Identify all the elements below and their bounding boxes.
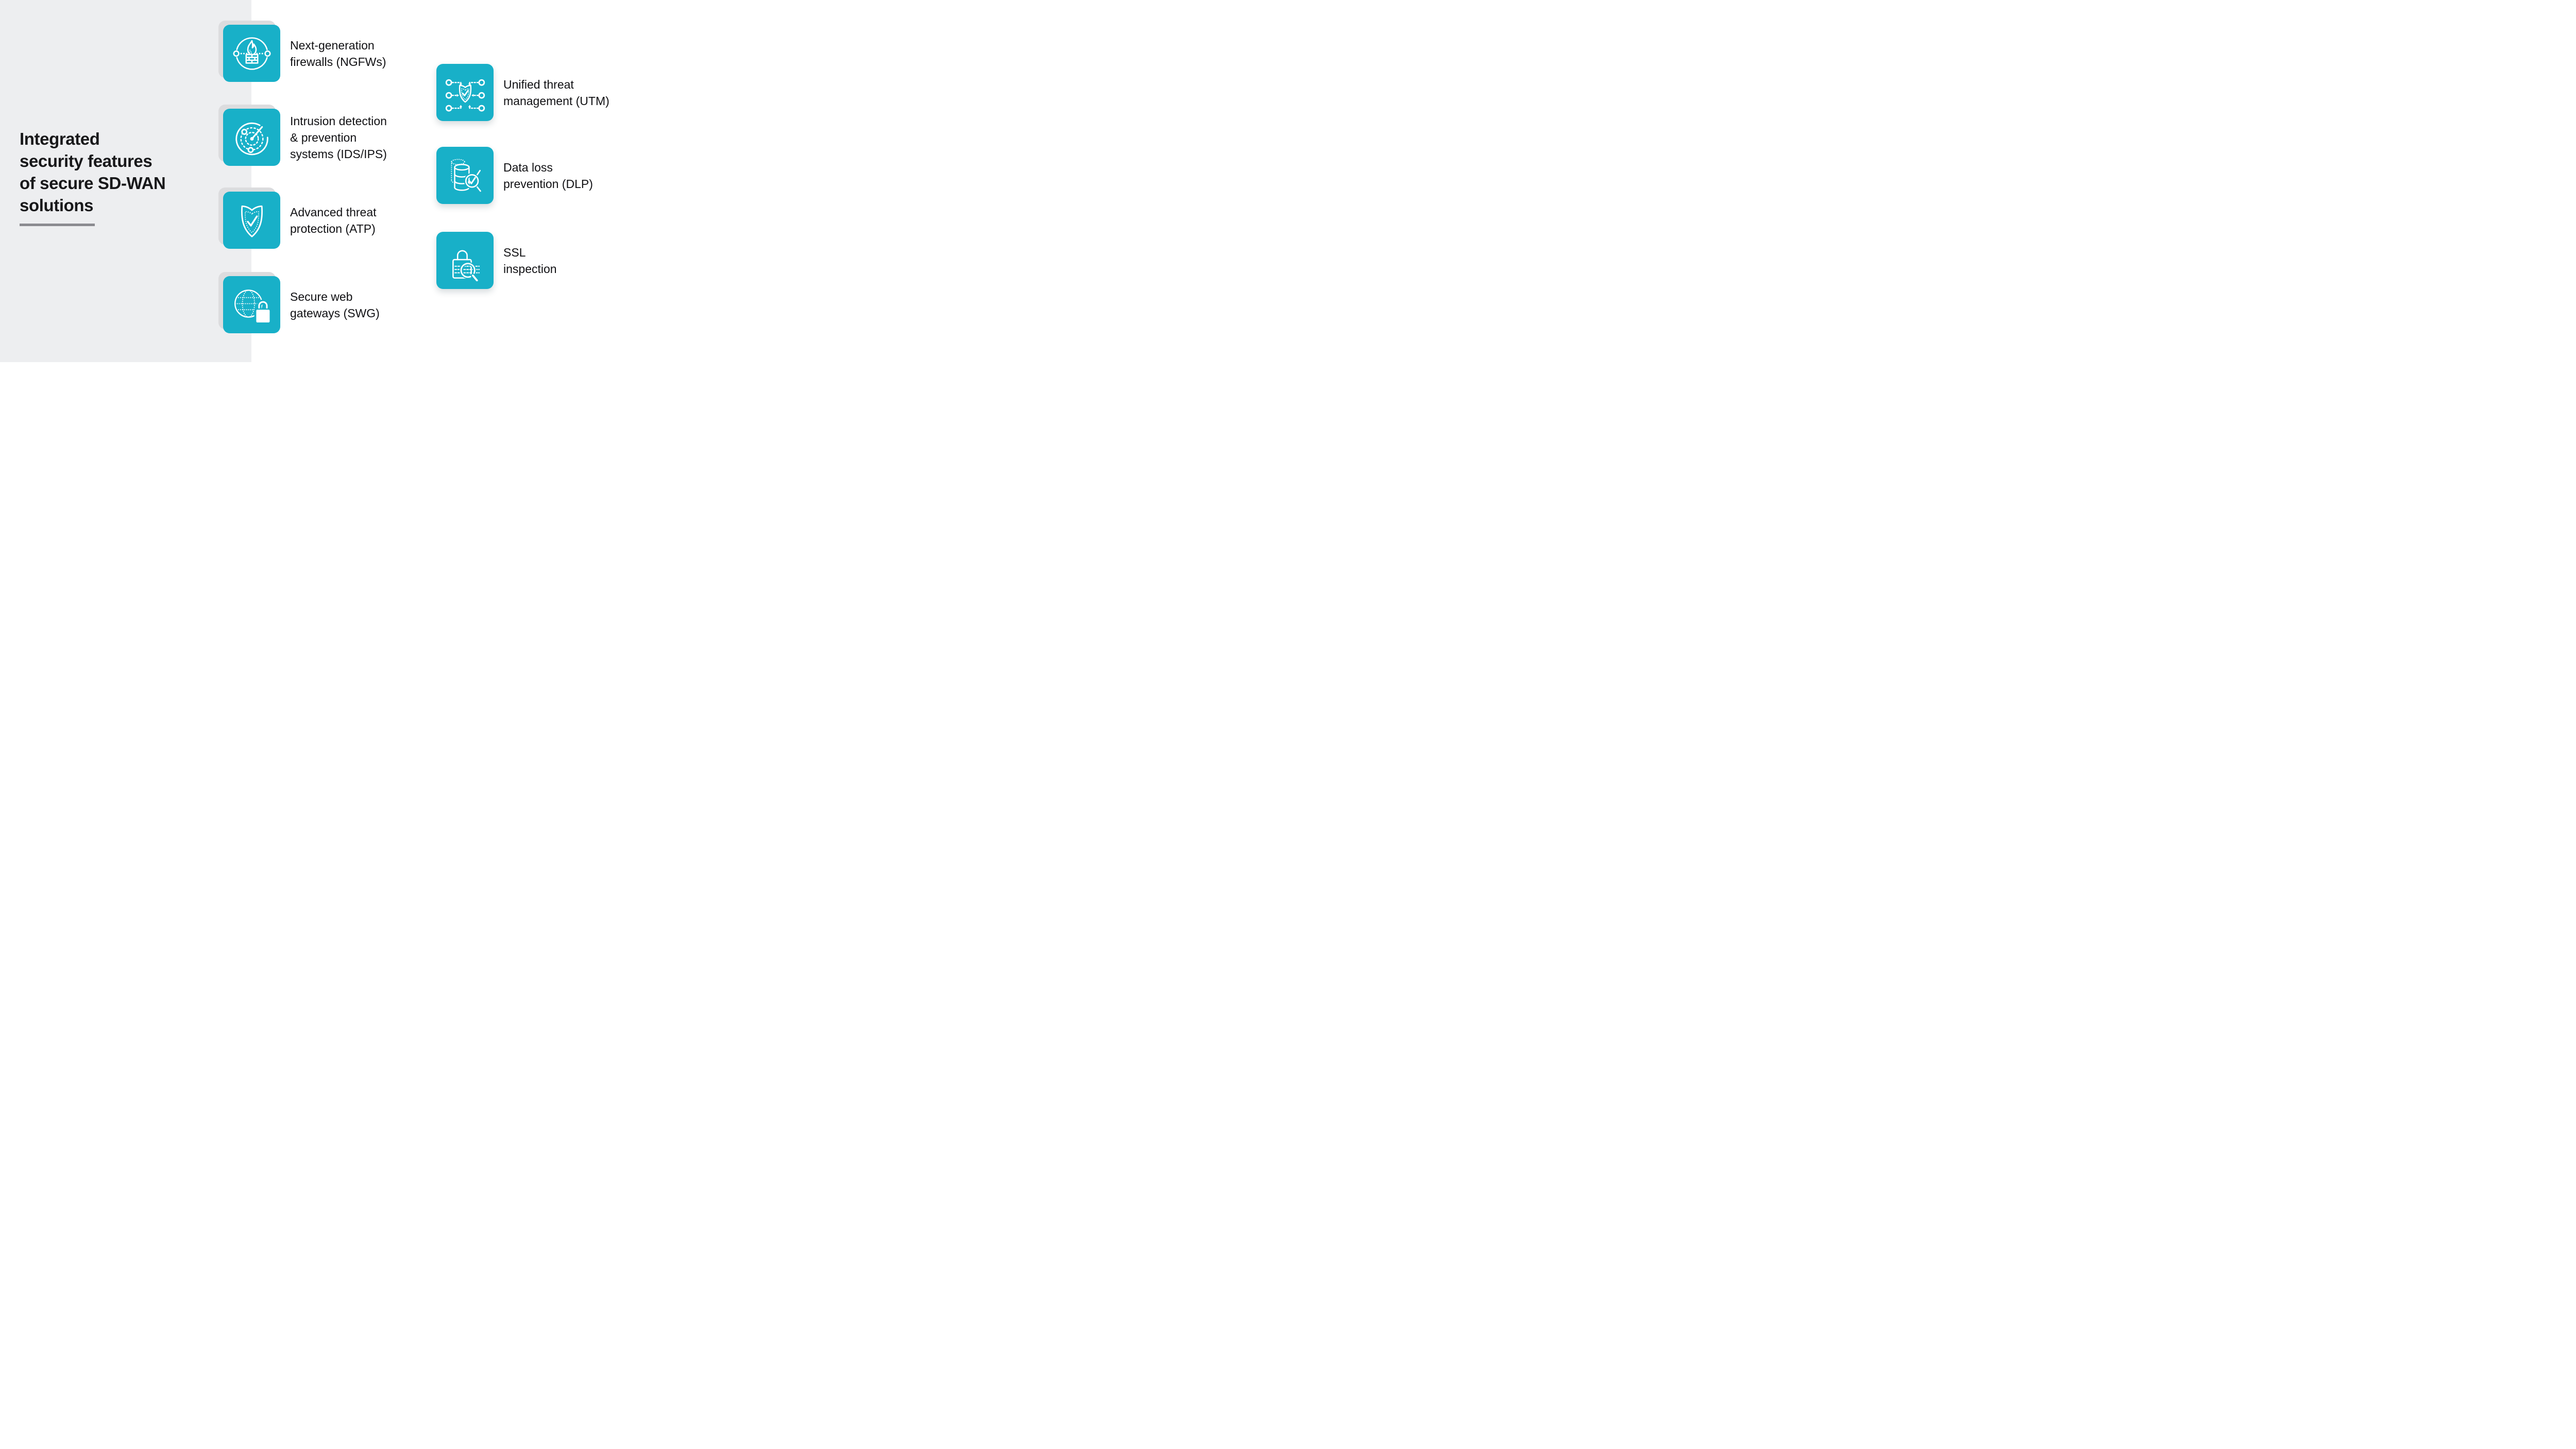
infographic-canvas: Integrated security features of secure S… (0, 0, 644, 362)
title-underline (20, 224, 95, 226)
feature-label: Data loss prevention (DLP) (503, 160, 593, 191)
tile-wrap (218, 272, 280, 333)
lock-magnifier-icon (452, 250, 480, 281)
feature-tile-ngfw (223, 25, 280, 82)
feature-row-dlp: Data loss prevention (DLP) (436, 147, 593, 204)
network-shield-icon (445, 79, 485, 111)
feature-row-swg: Secure web gateways (SWG) (218, 272, 380, 333)
feature-tile-utm (436, 64, 494, 121)
feature-tile-ssl (436, 232, 494, 289)
feature-label: Secure web gateways (SWG) (290, 289, 380, 320)
tile-wrap (436, 64, 494, 121)
feature-row-ngfw: Next-generation firewalls (NGFWs) (218, 21, 386, 82)
feature-label: Next-generation firewalls (NGFWs) (290, 38, 386, 69)
tile-wrap (436, 232, 494, 289)
feature-tile-swg (223, 276, 280, 333)
feature-tile-idsips (223, 109, 280, 166)
feature-label: Advanced threat protection (ATP) (290, 205, 377, 235)
tile-wrap (218, 105, 280, 166)
feature-row-utm: Unified threat management (UTM) (436, 64, 609, 121)
tile-wrap (218, 187, 280, 249)
radar-icon (235, 122, 268, 155)
left-panel (0, 0, 251, 362)
feature-tile-atp (223, 192, 280, 249)
tile-wrap (436, 147, 494, 204)
feature-row-idsips: Intrusion detection & prevention systems… (218, 105, 387, 166)
tile-wrap (218, 21, 280, 82)
database-check-icon (450, 158, 481, 192)
globe-lock-icon (234, 289, 272, 324)
page-title: Integrated security features of secure S… (20, 129, 166, 215)
feature-label: SSL inspection (503, 245, 557, 276)
feature-row-atp: Advanced threat protection (ATP) (218, 187, 377, 249)
feature-label: Unified threat management (UTM) (503, 77, 609, 108)
shield-check-icon (241, 205, 263, 237)
feature-row-ssl: SSL inspection (436, 232, 557, 289)
feature-label: Intrusion detection & prevention systems… (290, 114, 387, 161)
feature-tile-dlp (436, 147, 494, 204)
firewall-icon (233, 37, 270, 70)
